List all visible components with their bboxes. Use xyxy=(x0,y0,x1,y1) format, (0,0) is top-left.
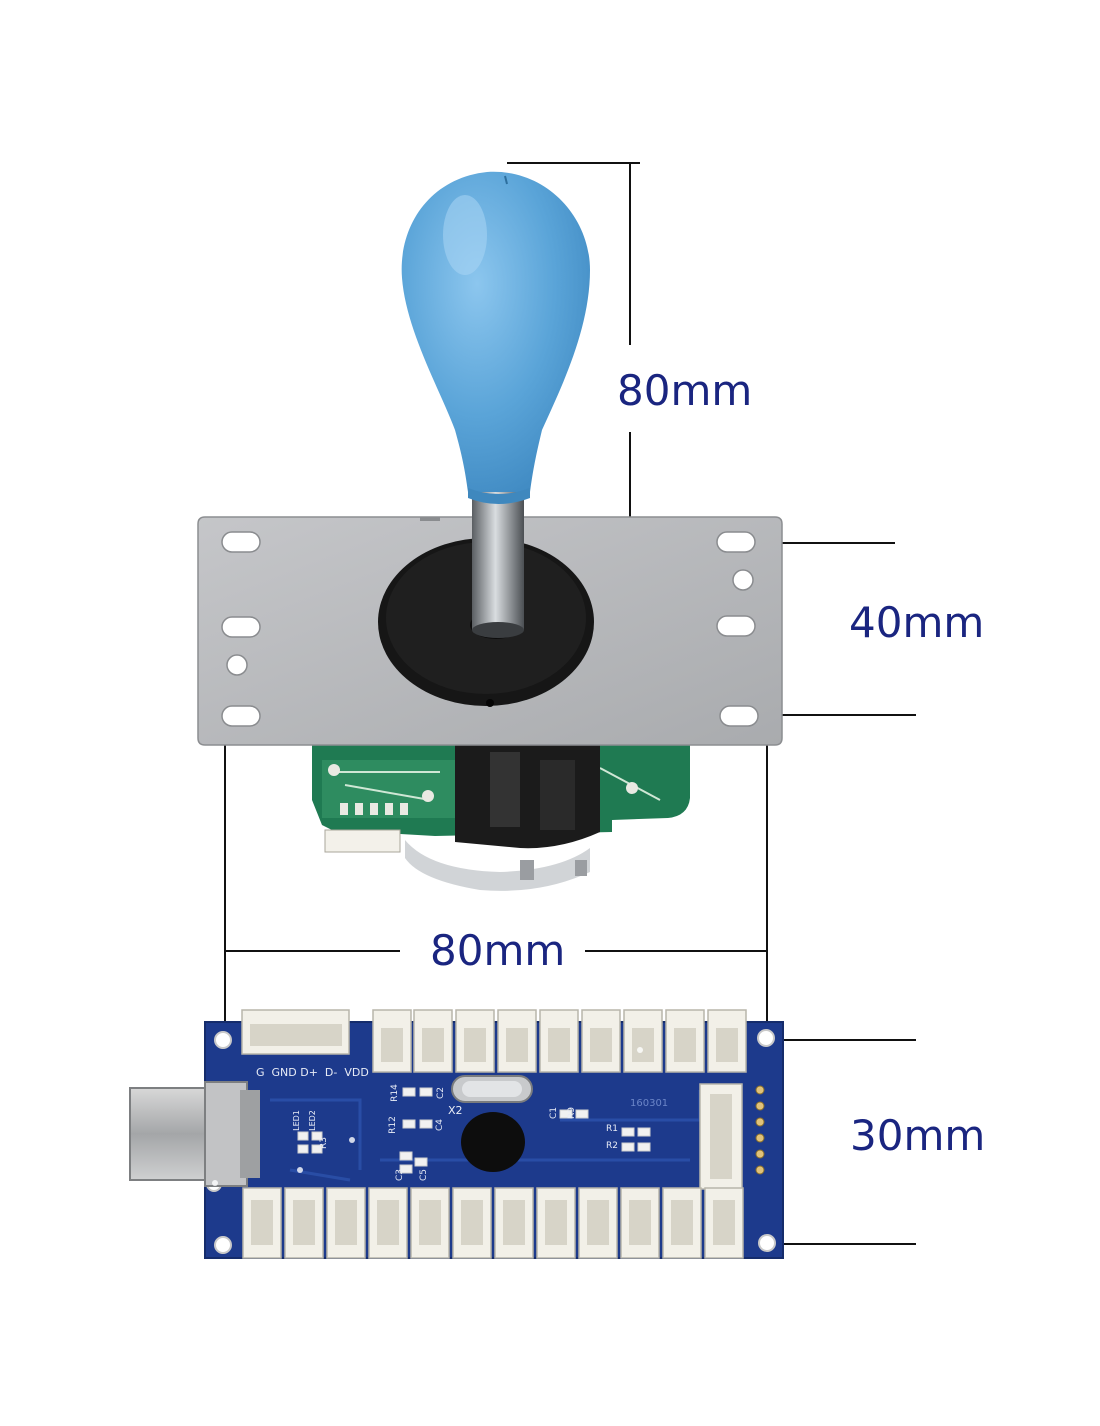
dimension-label-board-height: 30mm xyxy=(850,1111,986,1160)
part-label-r2: R2 xyxy=(606,1141,618,1151)
encoder-board xyxy=(129,1009,784,1259)
part-label-c5: C5 xyxy=(419,1168,430,1182)
part-label-r12: R12 xyxy=(387,1116,398,1134)
usb-port xyxy=(129,1081,260,1187)
smd-components xyxy=(297,1087,651,1174)
part-label-c3: C3 xyxy=(395,1168,406,1182)
part-label-led2: LED2 xyxy=(307,1110,317,1131)
dimension-lines xyxy=(224,162,916,1245)
board-code-label: 160301 xyxy=(630,1098,669,1109)
part-label-c1: C1 xyxy=(549,1106,560,1120)
bat-top-handle xyxy=(401,171,590,504)
solder-pins xyxy=(328,764,638,815)
dimension-label-plate-height: 40mm xyxy=(849,598,985,647)
part-label-r9: R9 xyxy=(566,1107,577,1119)
part-label-led1: LED1 xyxy=(291,1110,301,1131)
dimension-label-joystick-height: 80mm xyxy=(617,366,753,415)
chip-label: X2 xyxy=(448,1104,463,1117)
part-label-r14: R14 xyxy=(389,1084,400,1102)
part-label-c4: C4 xyxy=(435,1118,446,1132)
connector-slots xyxy=(250,1024,738,1062)
dimension-label-plate-width: 80mm xyxy=(430,926,566,975)
part-label-r1: R1 xyxy=(606,1124,618,1134)
joystick-switch-pcb xyxy=(312,745,690,891)
part-label-c2: C2 xyxy=(436,1086,447,1100)
usb-pin-labels: G GND D+ D- VDD xyxy=(256,1066,369,1079)
part-label-r3: R3 xyxy=(318,1137,329,1149)
controller-chip xyxy=(461,1112,525,1172)
header-pins xyxy=(755,1085,765,1175)
plate-mounting-holes xyxy=(221,531,759,727)
crystal-oscillator xyxy=(451,1075,533,1103)
